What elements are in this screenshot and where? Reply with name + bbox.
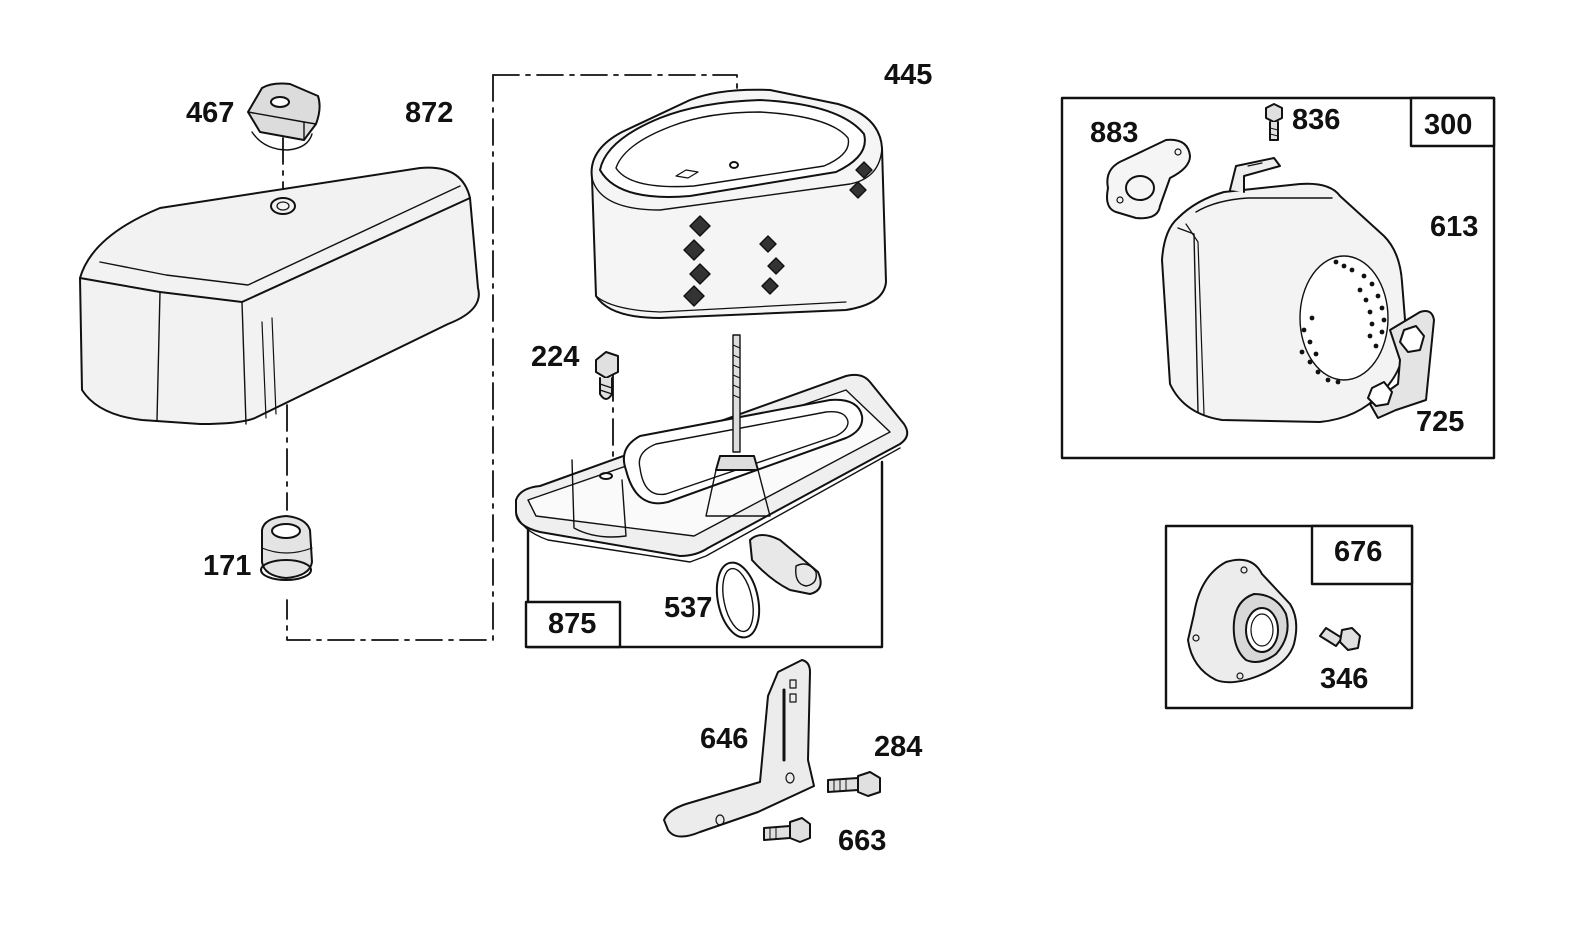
label-445: 445 — [884, 59, 933, 91]
label-284: 284 — [874, 731, 923, 763]
label-300: 300 — [1424, 109, 1473, 141]
screw-346 — [1319, 627, 1361, 651]
gasket-part — [1106, 138, 1191, 220]
knob-part — [247, 82, 321, 151]
label-872: 872 — [405, 97, 454, 129]
adapter-flange — [1187, 558, 1298, 684]
label-346: 346 — [1320, 663, 1369, 695]
label-875: 875 — [548, 608, 597, 640]
label-663: 663 — [838, 825, 887, 857]
label-646: 646 — [700, 723, 749, 755]
label-676: 676 — [1334, 536, 1383, 568]
grommet-part — [260, 515, 313, 581]
air-cleaner-cover — [79, 166, 480, 425]
screw-284 — [827, 771, 881, 797]
label-537: 537 — [664, 592, 713, 624]
o-ring — [715, 561, 761, 639]
label-836: 836 — [1292, 104, 1341, 136]
filter-element — [590, 88, 887, 319]
adapter-box — [1164, 524, 1414, 710]
base-assembly-box — [524, 460, 884, 649]
label-883: 883 — [1090, 117, 1139, 149]
label-171: 171 — [203, 550, 252, 582]
screw-663 — [763, 817, 811, 843]
label-224: 224 — [531, 341, 580, 373]
label-613: 613 — [1430, 211, 1479, 243]
screw-224 — [595, 351, 619, 400]
screw-836 — [1265, 103, 1283, 141]
muffler-body — [1161, 157, 1435, 423]
muffler-assembly-box — [1060, 96, 1496, 460]
label-467: 467 — [186, 97, 235, 129]
bracket-part — [663, 659, 815, 838]
base-plate — [515, 334, 909, 595]
label-725: 725 — [1416, 406, 1465, 438]
